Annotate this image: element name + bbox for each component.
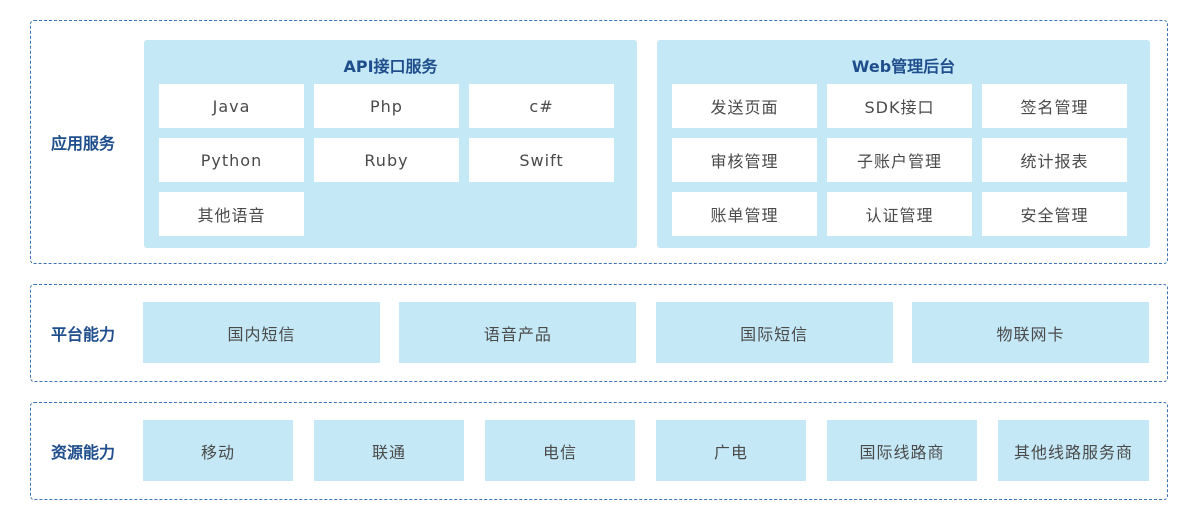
web-item-subaccount: 子账户管理	[827, 138, 972, 182]
web-item-sdk: SDK接口	[827, 84, 972, 128]
api-interface-group: API接口服务 Java Php c# Python Ruby Swift 其他…	[144, 40, 637, 248]
platform-item-voice: 语音产品	[399, 302, 637, 363]
app-services-section: 应用服务 API接口服务 Java Php c# Python Ruby Swi…	[30, 20, 1168, 264]
api-item-python: Python	[159, 138, 304, 182]
web-item-auth: 认证管理	[827, 192, 972, 236]
web-item-billing: 账单管理	[672, 192, 817, 236]
web-item-send-page: 发送页面	[672, 84, 817, 128]
api-item-ruby: Ruby	[314, 138, 459, 182]
web-item-signature: 签名管理	[982, 84, 1127, 128]
api-item-swift: Swift	[469, 138, 614, 182]
app-services-label: 应用服务	[51, 134, 116, 153]
api-item-other: 其他语音	[159, 192, 304, 236]
web-admin-group: Web管理后台 发送页面 SDK接口 签名管理 审核管理 子账户管理 统计报表 …	[657, 40, 1150, 248]
web-item-security: 安全管理	[982, 192, 1127, 236]
web-group-title: Web管理后台	[851, 57, 956, 76]
web-item-review: 审核管理	[672, 138, 817, 182]
platform-item-domestic-sms: 国内短信	[143, 302, 380, 363]
resources-section: 资源能力 移动 联通 电信 广电 国际线路商 其他线路服务商	[30, 402, 1168, 500]
api-item-csharp: c#	[469, 84, 614, 128]
resource-item-telecom: 电信	[485, 420, 635, 481]
resource-item-broadcast: 广电	[656, 420, 806, 481]
api-item-java: Java	[159, 84, 304, 128]
platform-item-iot-card: 物联网卡	[911, 302, 1149, 363]
resource-item-unicom: 联通	[314, 420, 464, 481]
web-item-statistics: 统计报表	[982, 138, 1127, 182]
resource-item-mobile: 移动	[143, 420, 293, 481]
platform-item-intl-sms: 国际短信	[655, 302, 893, 363]
resource-item-intl-carrier: 国际线路商	[827, 420, 977, 481]
platform-section: 平台能力 国内短信 语音产品 国际短信 物联网卡	[30, 284, 1168, 382]
platform-label: 平台能力	[51, 325, 116, 344]
resource-item-other-carrier: 其他线路服务商	[998, 420, 1149, 481]
resources-label: 资源能力	[51, 443, 116, 462]
api-item-php: Php	[314, 84, 459, 128]
api-group-title: API接口服务	[343, 57, 438, 76]
